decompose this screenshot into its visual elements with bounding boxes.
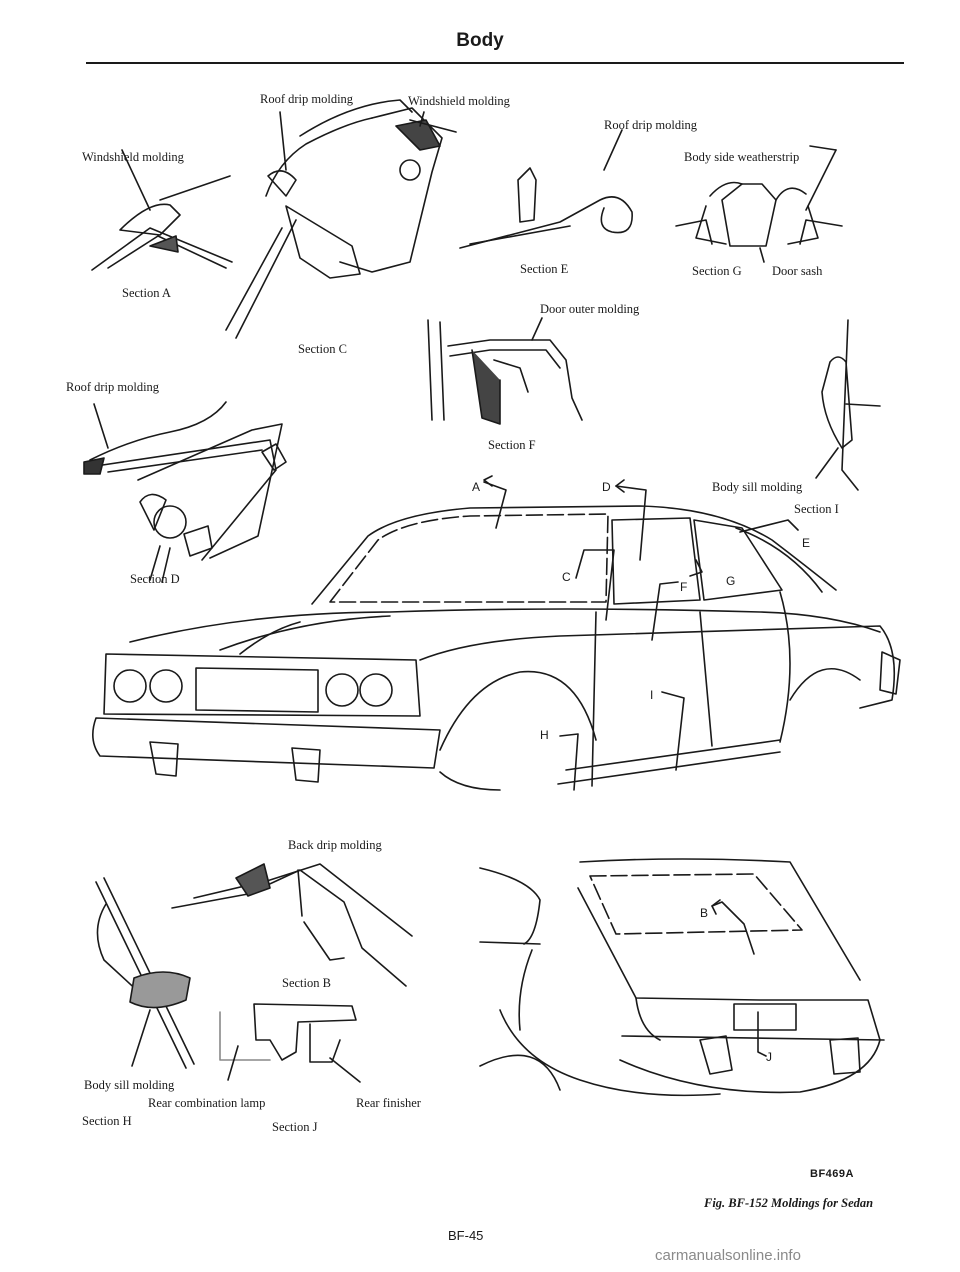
callout-d: D (602, 480, 611, 494)
sedan-main-illustration (92, 505, 901, 791)
header-rule (86, 62, 904, 64)
section-i-label: Section I (794, 502, 839, 516)
section-a-label: Section A (122, 286, 171, 300)
section-d-drawing (83, 401, 287, 583)
figure-code: BF469A (810, 1168, 854, 1180)
section-e-drawing (459, 129, 633, 249)
callout-a: A (472, 480, 481, 494)
section-b-drawing (171, 863, 413, 987)
callout-h: H (540, 728, 549, 742)
callout-c: C (562, 570, 571, 584)
callout-b: B (700, 906, 709, 920)
roof-drip-molding-label-d: Roof drip molding (66, 380, 160, 394)
section-j-label: Section J (272, 1120, 318, 1134)
section-f-label: Section F (488, 438, 536, 452)
callout-e: E (802, 536, 811, 550)
windshield-molding-label-c: Windshield molding (408, 94, 510, 108)
sedan-rear-illustration (479, 858, 885, 1097)
rear-combination-lamp-label: Rear combination lamp (148, 1096, 266, 1110)
section-i-drawing (815, 319, 881, 491)
section-d-label: Section D (130, 572, 180, 586)
section-e-label: Section E (520, 262, 569, 276)
callout-j: J (766, 1050, 772, 1064)
body-sill-molding-label-h: Body sill molding (84, 1078, 175, 1092)
section-g-drawing (675, 145, 843, 263)
rear-finisher-label: Rear finisher (356, 1096, 421, 1110)
section-h-label: Section H (82, 1114, 132, 1128)
callout-f: F (680, 580, 688, 594)
callout-g: G (726, 574, 736, 588)
section-h-drawing (95, 877, 195, 1069)
roof-drip-molding-label-c: Roof drip molding (260, 92, 354, 106)
back-drip-molding-label: Back drip molding (288, 838, 382, 852)
page-number: BF-45 (448, 1228, 484, 1243)
section-g-label: Section G (692, 264, 742, 278)
body-sill-molding-label-i: Body sill molding (712, 480, 803, 494)
section-f-drawing (427, 317, 583, 425)
page-header-title: Body (456, 30, 504, 51)
roof-drip-molding-label-e: Roof drip molding (604, 118, 698, 132)
door-sash-label: Door sash (772, 264, 823, 278)
section-j-drawing (219, 1003, 361, 1083)
watermark: carmanualsonline.info (655, 1247, 801, 1264)
section-b-label: Section B (282, 976, 331, 990)
callout-i: I (650, 688, 654, 702)
figure-caption: Fig. BF-152 Moldings for Sedan (704, 1196, 874, 1210)
door-outer-molding-label: Door outer molding (540, 302, 640, 316)
body-side-weatherstrip-label: Body side weatherstrip (684, 150, 800, 164)
section-callout-arrows (483, 475, 799, 791)
section-a-drawing (91, 149, 233, 271)
section-c-drawing (225, 99, 457, 339)
windshield-molding-label-a: Windshield molding (82, 150, 184, 164)
section-c-label: Section C (298, 342, 347, 356)
